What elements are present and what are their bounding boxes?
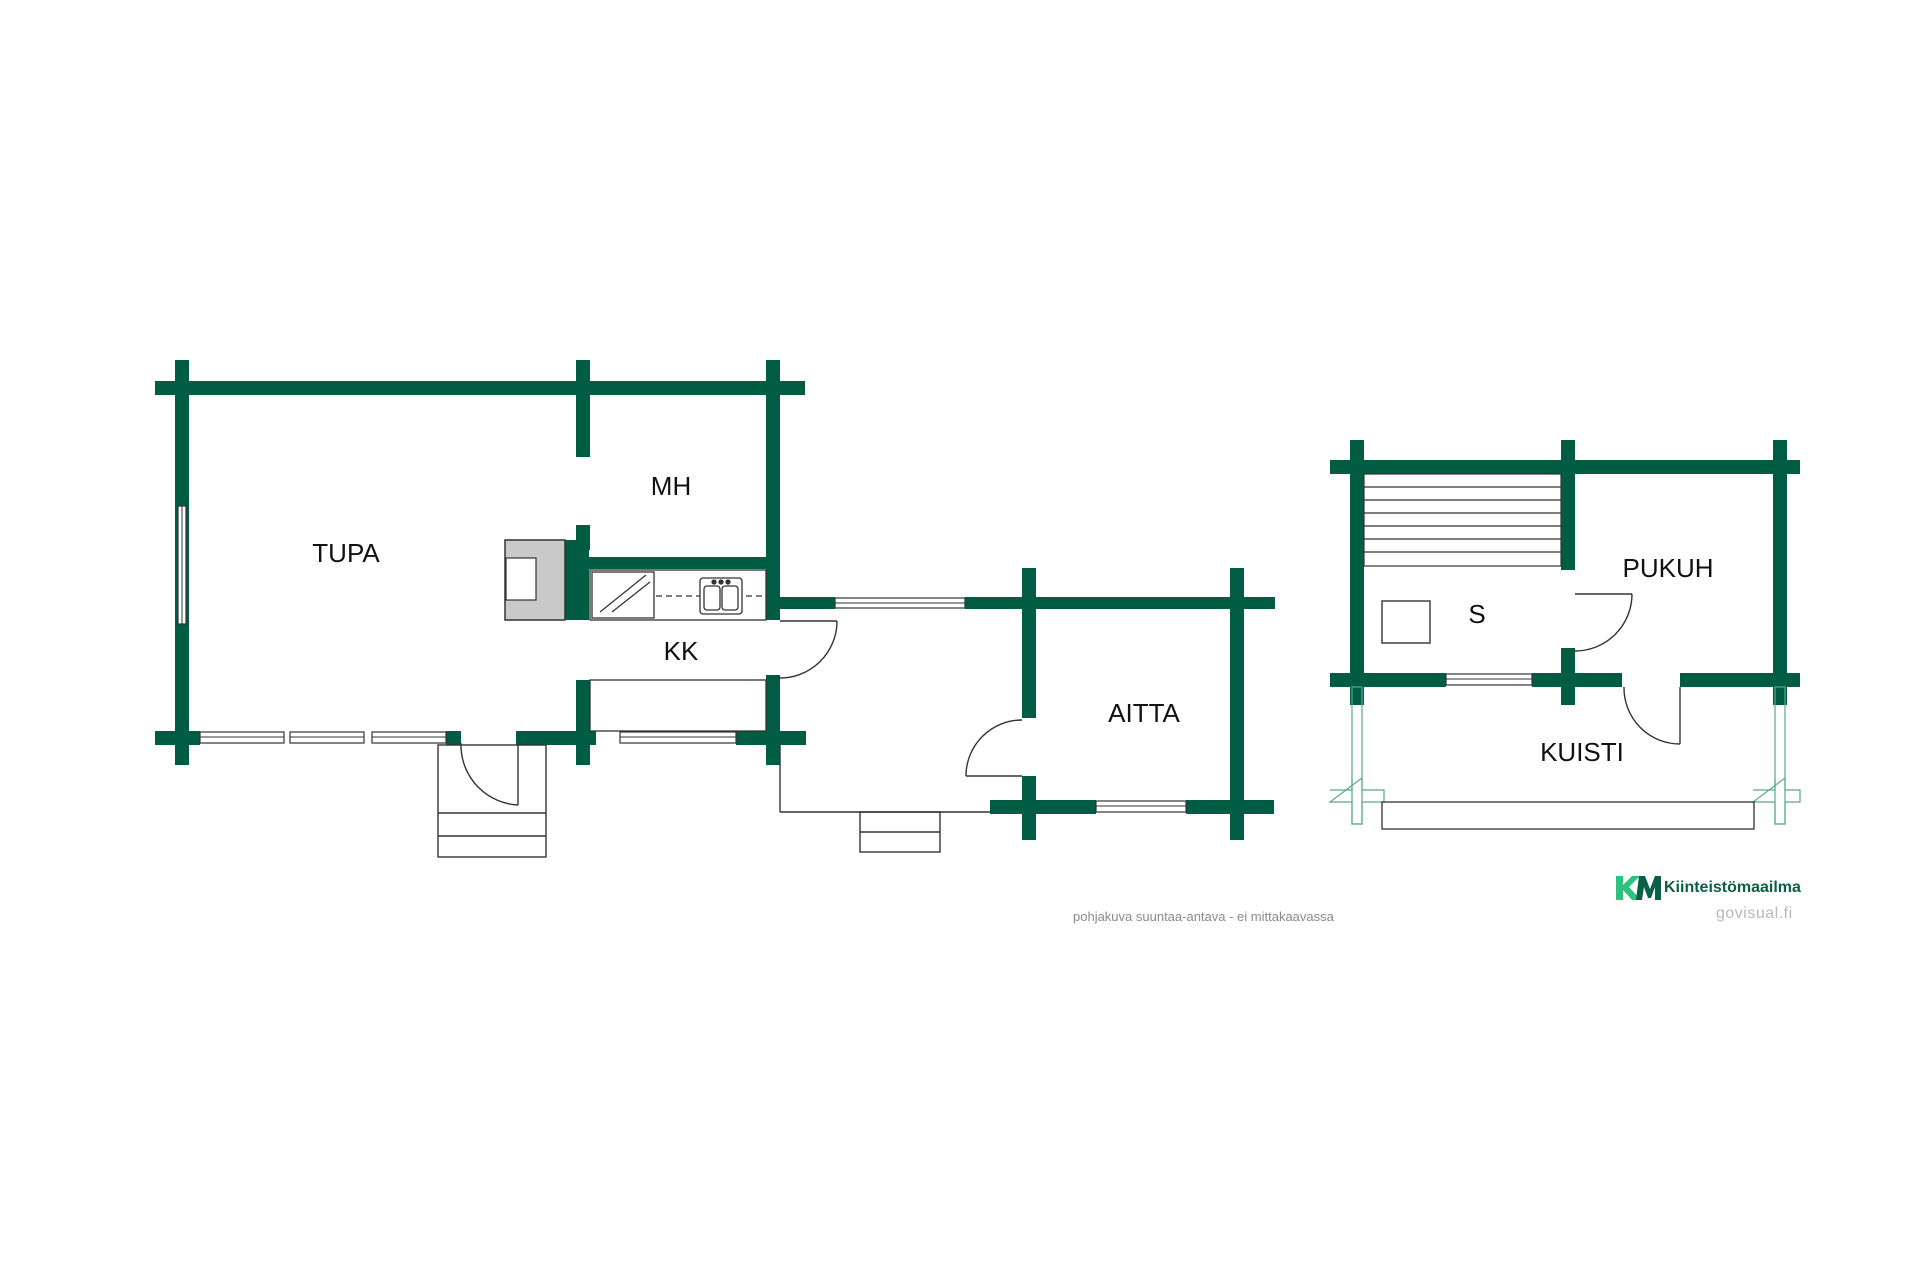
room-label-s: S: [1468, 599, 1485, 629]
main-building: [155, 360, 1275, 858]
sauna-benches: [1363, 473, 1562, 567]
room-label-tupa: TUPA: [312, 538, 380, 568]
disclaimer-note: pohjakuva suuntaa-antava - ei mittakaava…: [1073, 909, 1334, 924]
brand-logo: Kiinteistömaailma: [1614, 873, 1801, 903]
room-label-aitta: AITTA: [1108, 698, 1180, 728]
porch-railing: [1328, 686, 1801, 825]
sauna-door: [1574, 593, 1633, 652]
kitchen-counter: [589, 569, 767, 621]
room-label-kuisti: KUISTI: [1540, 737, 1624, 767]
room-label-kk: KK: [664, 636, 699, 666]
sauna-building: [1328, 440, 1801, 830]
window-panes: [181, 506, 965, 738]
km-logo-icon: [1616, 876, 1661, 900]
aitta-door: [965, 719, 1023, 777]
sink-icon: [699, 577, 743, 615]
aitta-building: [965, 568, 1274, 840]
room-label-pukuh: PUKUH: [1622, 553, 1713, 583]
hall-outline: [779, 745, 1000, 853]
kk-bench: [589, 679, 767, 732]
credit-link[interactable]: govisual.fi: [1716, 905, 1793, 922]
fireplace-icon: [504, 539, 566, 621]
kk-door: [777, 620, 838, 679]
porch-door: [1623, 686, 1681, 745]
porch-step: [1381, 801, 1755, 830]
main-entrance: [437, 743, 547, 858]
sauna-stove-icon: [1381, 600, 1431, 644]
brand-name: Kiinteistömaailma: [1664, 879, 1801, 896]
main-walls: [155, 360, 1275, 765]
room-label-mh: MH: [651, 471, 691, 501]
